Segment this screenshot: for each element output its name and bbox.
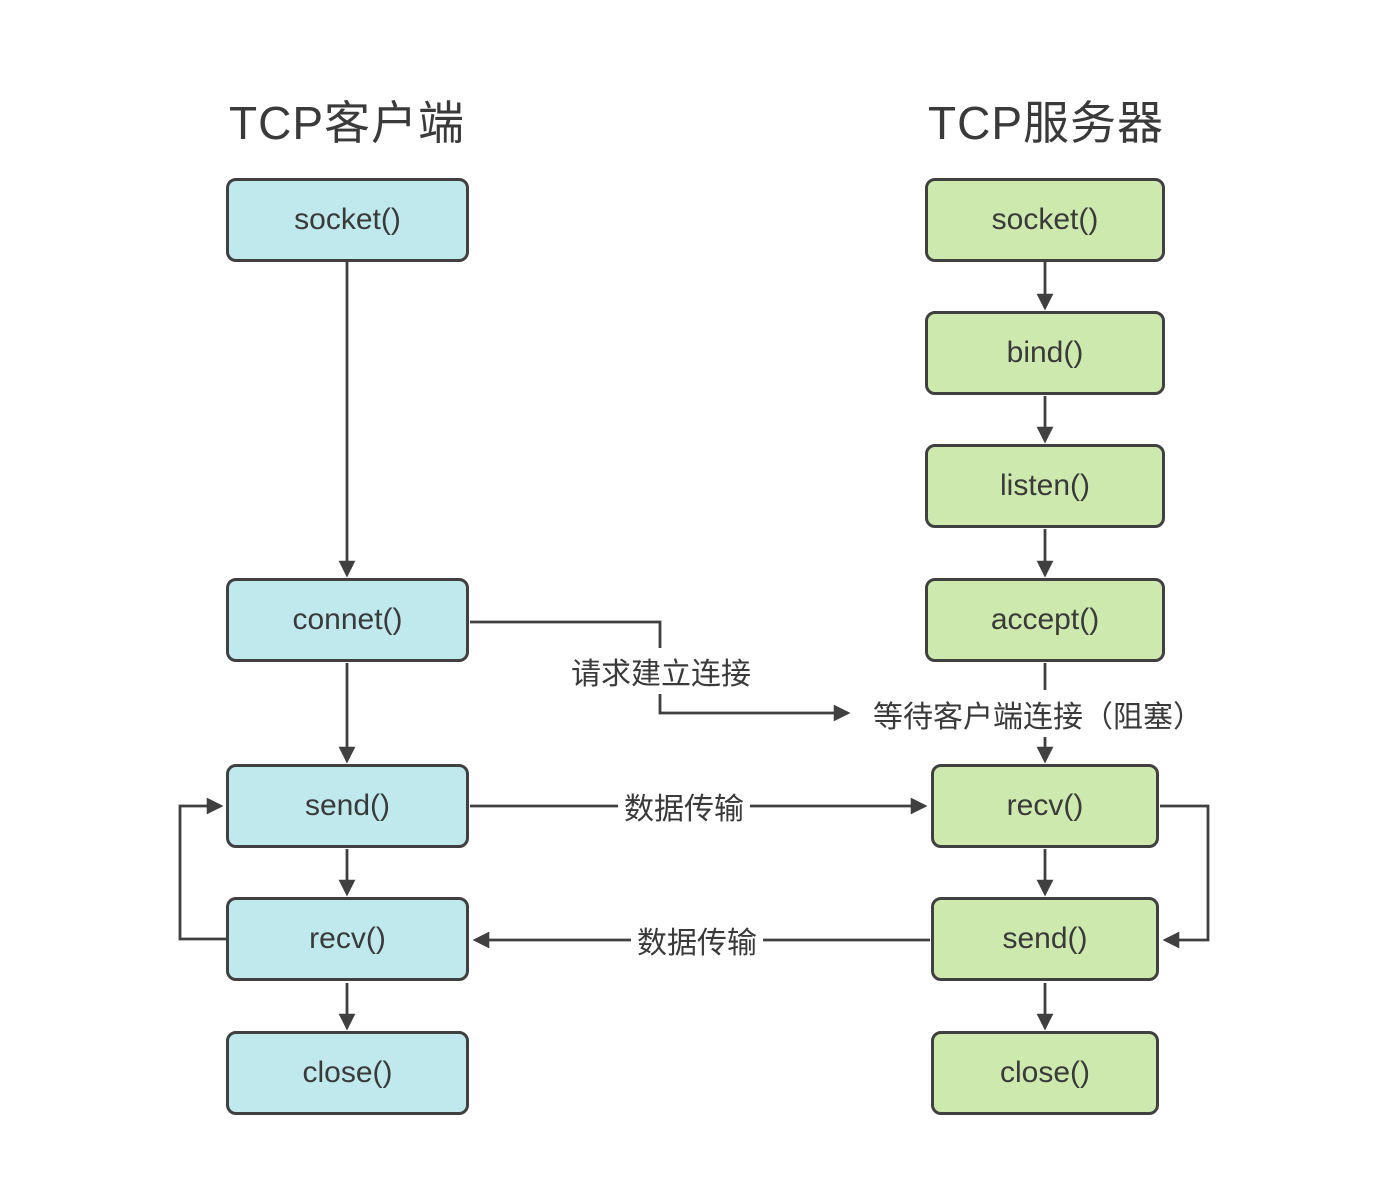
client-send-box: send()	[226, 764, 469, 848]
arrow-client-loop-recv-to-send-icon	[178, 797, 227, 941]
arrow-server-loop-recv-to-send-icon	[1160, 804, 1210, 949]
server-column-title: TCP服务器	[928, 97, 1164, 149]
server-listen-box: listen()	[925, 444, 1165, 528]
data-transfer-send-label: 数据传输	[618, 783, 750, 829]
server-accept-box: accept()	[925, 578, 1165, 662]
server-close-box: close()	[931, 1031, 1159, 1115]
connect-request-label: 请求建立连接	[565, 648, 757, 694]
server-recv-box: recv()	[931, 764, 1159, 848]
client-column-title: TCP客户端	[229, 97, 465, 149]
client-connect-box: connet()	[226, 578, 469, 662]
client-close-box: close()	[226, 1031, 469, 1115]
client-recv-box: recv()	[226, 897, 469, 981]
server-send-box: send()	[931, 897, 1159, 981]
data-transfer-recv-label: 数据传输	[631, 917, 763, 963]
server-bind-box: bind()	[925, 311, 1165, 395]
client-socket-box: socket()	[226, 178, 469, 262]
wait-blocking-label: 等待客户端连接（阻塞）	[867, 691, 1209, 737]
server-socket-box: socket()	[925, 178, 1165, 262]
